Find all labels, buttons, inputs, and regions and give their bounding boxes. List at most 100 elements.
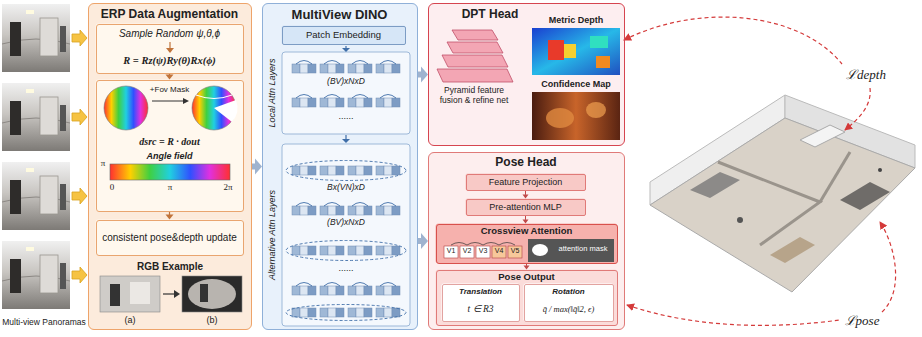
- token: [392, 166, 400, 175]
- node-fill: [436, 270, 618, 326]
- token: [376, 308, 384, 317]
- process-box: Patch Embedding: [282, 26, 406, 45]
- token: [376, 64, 384, 73]
- token: [336, 206, 344, 215]
- token: [348, 206, 356, 215]
- local-attn-arc: [352, 283, 368, 287]
- view-label: V1: [447, 247, 456, 255]
- node-fill: [262, 3, 418, 330]
- process-box: Translation t ∈ R3: [442, 284, 520, 322]
- node-text: Translation: [443, 287, 519, 296]
- figure-label: Pyramid feature fusion & refine net: [432, 86, 516, 106]
- node-fill: [442, 284, 520, 322]
- token: [348, 64, 356, 73]
- connector-line: [525, 191, 526, 195]
- token: [292, 166, 300, 175]
- process-box: Rotationq̄ / max(‖q̄‖2, ϵ): [524, 284, 614, 322]
- axis-label: 2π: [223, 182, 232, 192]
- process-box: Pose OutputTranslationt ∈ R3Rotationq̄ /…: [436, 270, 618, 326]
- connector: [523, 191, 529, 199]
- local-attn-arc: [296, 283, 312, 287]
- figure-label: RGB Example: [137, 261, 203, 273]
- token-rows: [286, 61, 406, 321]
- token: [308, 286, 316, 295]
- token: [308, 206, 316, 215]
- process-box: consistent pose&depth update: [96, 220, 244, 256]
- node-fill: [428, 3, 625, 146]
- process-box: Crossview Attention: [436, 224, 618, 264]
- arrowhead: [421, 67, 428, 83]
- token: [364, 166, 372, 175]
- view-label: V2: [463, 247, 472, 255]
- token: [308, 308, 316, 317]
- node-text: Pre-attention MLP: [468, 202, 584, 212]
- node-text: +Fov Mask: [147, 85, 193, 94]
- local-attn-arc: [380, 283, 396, 287]
- token: [392, 98, 400, 107]
- ellipsis: ......: [338, 263, 353, 273]
- node-text: Sample Random ψ,θ,ϕ: [97, 28, 243, 40]
- node-fill: [466, 174, 586, 191]
- connector: [418, 233, 428, 249]
- token: [356, 308, 364, 317]
- token: [308, 64, 316, 73]
- token: [348, 286, 356, 295]
- token: [392, 64, 400, 73]
- connector: [166, 212, 174, 220]
- panel: MultiView DINOPatch Embedding: [262, 3, 418, 330]
- connector: [418, 67, 428, 83]
- figure-label: attention mask: [559, 245, 608, 254]
- node-text: Feature Projection: [468, 177, 584, 187]
- token: [384, 286, 392, 295]
- token: [320, 308, 328, 317]
- arrowhead: [166, 75, 174, 80]
- node-text: q̄ / max(‖q̄‖2, ϵ): [525, 305, 613, 315]
- token: [308, 166, 316, 175]
- node-text: R = Rz(ψ)Ry(θ)Rx(ϕ): [97, 55, 243, 67]
- token: [300, 308, 308, 317]
- connector: [524, 264, 530, 270]
- token: [300, 206, 308, 215]
- token: [392, 246, 400, 255]
- token: [320, 246, 328, 255]
- token: [300, 286, 308, 295]
- arrowhead: [421, 233, 428, 249]
- input-arrows: [72, 30, 87, 283]
- token: [328, 166, 336, 175]
- node-fill: [96, 80, 244, 212]
- token: [300, 98, 308, 107]
- token: [348, 308, 356, 317]
- token: [320, 286, 328, 295]
- crossview-views: [444, 239, 614, 262]
- token: [292, 286, 300, 295]
- arrowhead: [255, 159, 262, 175]
- token: [308, 98, 316, 107]
- token: [292, 98, 300, 107]
- token: [328, 246, 336, 255]
- node-fill: [96, 220, 244, 256]
- node-text: dsrc = R · dout: [97, 136, 243, 148]
- rgb-example: [100, 276, 242, 312]
- token: [376, 98, 384, 107]
- angle-colorbar: [110, 164, 230, 180]
- token: [384, 64, 392, 73]
- local-attn-arc: [296, 203, 312, 207]
- global-attn-ring: [286, 305, 406, 321]
- connector-line: [525, 216, 526, 220]
- token: [336, 246, 344, 255]
- token: [300, 246, 308, 255]
- node-text: Crossview Attention: [437, 226, 617, 237]
- token: [320, 206, 328, 215]
- process-box: Sample Random ψ,θ,ϕ R = Rz(ψ)Ry(θ)Rx(ϕ): [96, 24, 244, 74]
- token: [356, 64, 364, 73]
- arrowhead: [523, 195, 529, 199]
- node-fill: [524, 284, 614, 322]
- node-text: t ∈ R3: [443, 304, 519, 315]
- panel-title: DPT Head: [435, 8, 545, 22]
- token: [376, 286, 384, 295]
- local-attn-arc: [352, 203, 368, 207]
- token: [348, 166, 356, 175]
- dino-arrows: [342, 46, 350, 143]
